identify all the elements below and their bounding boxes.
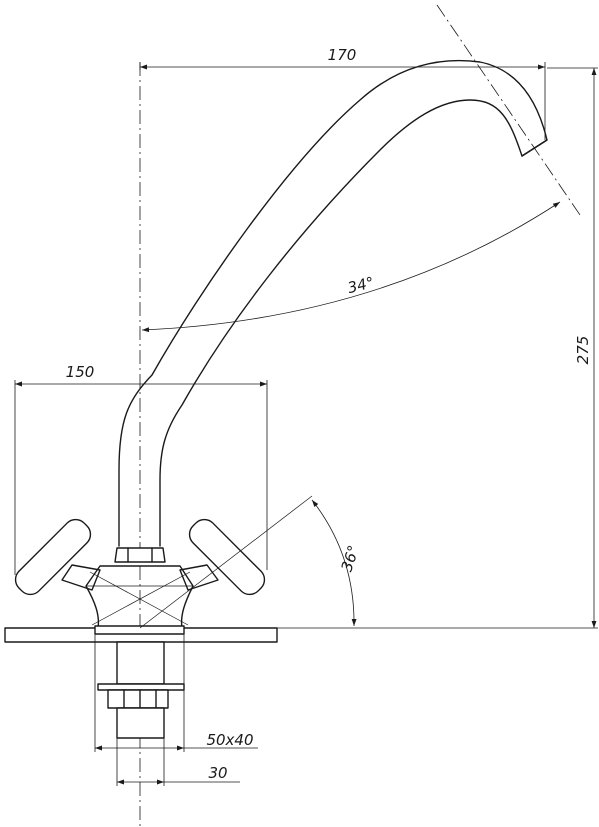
dimension-spout-angle: 34° — [141, 201, 561, 333]
dimension-base-size: 50x40 — [94, 634, 258, 752]
center-lines — [139, 4, 581, 827]
dimension-height: 275 — [277, 67, 598, 629]
hex-nut — [114, 547, 166, 563]
handle-span-label: 150 — [66, 363, 95, 381]
spout-outline — [118, 59, 548, 547]
right-handle-stem — [179, 564, 219, 591]
faucet-body — [85, 565, 194, 629]
shank-diameter-label: 30 — [208, 764, 227, 782]
shank-lower — [116, 707, 165, 739]
lower-washer — [97, 683, 185, 691]
hex-nut-shape — [114, 547, 166, 563]
body-diagonal-1 — [89, 571, 189, 626]
shank-upper — [116, 641, 165, 685]
right-handle-wheel — [188, 518, 266, 596]
angle-arc — [141, 201, 561, 333]
left-handle — [14, 518, 101, 596]
dimension-handle-span: 150 — [14, 363, 268, 575]
right-handle — [179, 518, 266, 596]
handle-angle-label: 36° — [338, 543, 363, 574]
height-label: 275 — [574, 336, 592, 365]
upper-washer — [94, 625, 185, 635]
left-handle-stem — [61, 564, 101, 591]
left-handle-wheel — [14, 518, 92, 596]
lock-nut — [107, 689, 169, 709]
base-size-label: 50x40 — [206, 731, 253, 749]
spout — [118, 59, 548, 547]
spout-outlet-axis-line — [436, 4, 581, 216]
body-diagonal-2 — [91, 571, 191, 626]
spout-angle-label: 34° — [346, 273, 376, 297]
spout-reach-label: 170 — [328, 46, 357, 64]
dimension-shank-diameter: 30 — [116, 738, 240, 786]
angle-arc — [311, 499, 357, 627]
dimension-spout-reach: 170 — [139, 46, 546, 140]
handle-angle-leg — [139, 495, 313, 629]
spout-outlet-tip — [521, 139, 548, 157]
mounting-shank — [94, 625, 185, 739]
